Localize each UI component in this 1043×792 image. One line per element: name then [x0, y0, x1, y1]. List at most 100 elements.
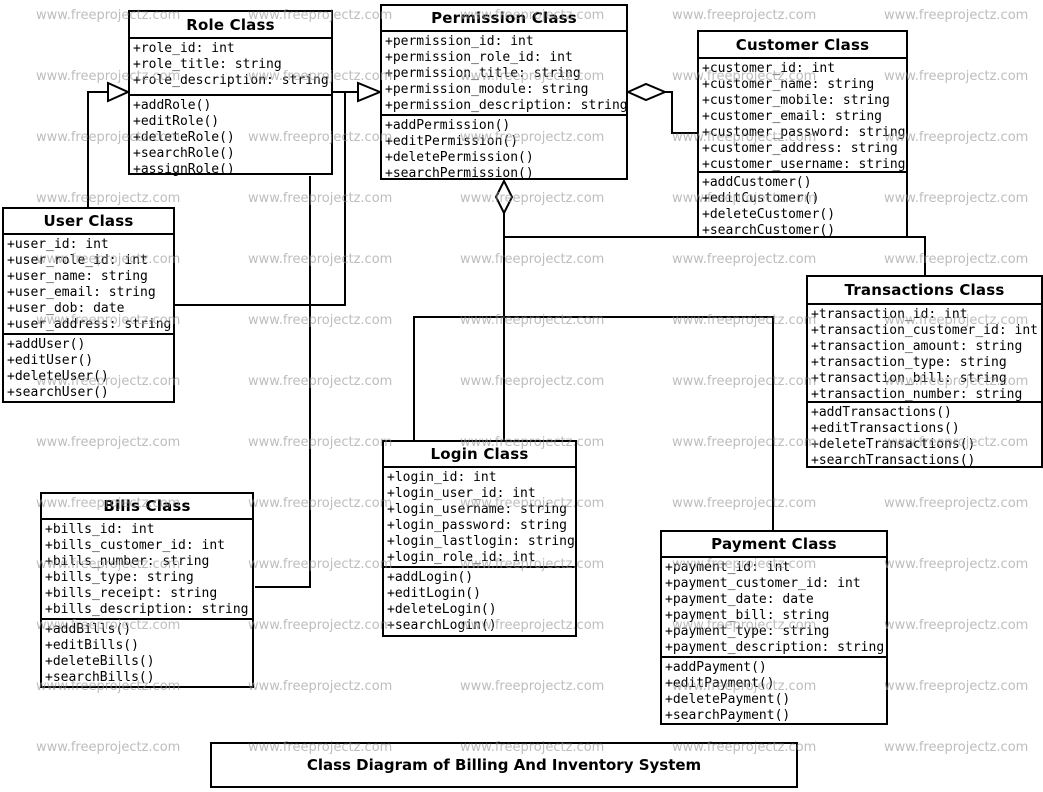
class-title: Payment Class [662, 532, 886, 558]
method-row: +searchTransactions() [811, 453, 976, 468]
method-row: +addBills() [45, 622, 132, 637]
method-row: +searchCustomer() [702, 223, 836, 238]
attribute-row: +customer_username: string [702, 157, 906, 172]
method-row: +searchPermission() [385, 166, 534, 181]
method-row: +addTransactions() [811, 405, 952, 420]
attribute-row: +transaction_number: string [811, 387, 1023, 402]
attributes-compartment: +bills_id: int+bills_customer_id: int+bi… [42, 520, 252, 620]
attribute-row: +customer_mobile: string [702, 93, 890, 108]
attribute-row: +user_email: string [7, 285, 156, 300]
method-row: +editCustomer() [702, 191, 820, 206]
methods-compartment: +addPayment()+editPayment()+deletePaymen… [662, 658, 886, 726]
attribute-row: +permission_title: string [385, 66, 581, 81]
connector-user-permission [175, 93, 346, 306]
methods-compartment: +addPermission()+editPermission()+delete… [382, 116, 626, 184]
attribute-row: +customer_name: string [702, 77, 875, 92]
method-row: +editBills() [45, 638, 139, 653]
connector-transactions-permission [504, 236, 926, 275]
class-user: User Class+user_id: int+user_role_id: in… [2, 207, 175, 403]
attribute-row: +user_role_id: int [7, 253, 148, 268]
method-row: +assignRole() [133, 162, 235, 177]
methods-compartment: +addLogin()+editLogin()+deleteLogin()+se… [384, 568, 575, 636]
attribute-row: +user_dob: date [7, 301, 125, 316]
attribute-row: +login_id: int [387, 470, 497, 485]
connector-login-payment [413, 316, 774, 530]
method-row: +deleteLogin() [387, 602, 497, 617]
aggregation-diamond-icon [625, 82, 668, 102]
method-row: +addPermission() [385, 118, 511, 133]
methods-compartment: +addUser()+editUser()+deleteUser()+searc… [4, 335, 173, 403]
attribute-row: +payment_type: string [665, 624, 830, 639]
methods-compartment: +addRole()+editRole()+deleteRole()+searc… [130, 96, 331, 180]
attribute-row: +role_description: string [133, 73, 329, 88]
method-row: +deleteCustomer() [702, 207, 836, 222]
attribute-row: +login_password: string [387, 518, 568, 533]
connector-bills-role [255, 176, 311, 588]
attribute-row: +payment_bill: string [665, 608, 830, 623]
method-row: +deleteRole() [133, 130, 235, 145]
attribute-row: +permission_module: string [385, 82, 589, 97]
generalization-arrow-icon [357, 81, 383, 103]
method-row: +addRole() [133, 98, 212, 113]
connector-user-role [87, 91, 108, 207]
class-title: Bills Class [42, 494, 252, 520]
attribute-row: +bills_id: int [45, 522, 155, 537]
attribute-row: +payment_customer_id: int [665, 576, 861, 591]
method-row: +addPayment() [665, 660, 767, 675]
attribute-row: +role_id: int [133, 41, 235, 56]
attribute-row: +bills_number: string [45, 554, 210, 569]
method-row: +searchPayment() [665, 708, 791, 723]
attribute-row: +transaction_bill: string [811, 371, 1007, 386]
method-row: +deleteTransactions() [811, 437, 976, 452]
attributes-compartment: +login_id: int+login_user_id: int +login_… [384, 468, 575, 568]
class-transactions: Transactions Class+transaction_id: int+t… [806, 275, 1043, 468]
attribute-row: +login_role_id: int [387, 550, 536, 565]
attribute-row: +bills_receipt: string [45, 586, 218, 601]
method-row: +searchRole() [133, 146, 235, 161]
method-row: +editRole() [133, 114, 220, 129]
connector-customer-permission [665, 91, 697, 134]
attribute-row: +bills_type: string [45, 570, 194, 585]
class-title: Customer Class [699, 32, 906, 59]
class-role: Role Class +role_id: int+role_title: stri… [128, 10, 333, 177]
attribute-row: +user_address: string [7, 317, 172, 332]
attribute-row: +customer_email: string [702, 109, 883, 124]
class-customer: Customer Class+customer_id: int+customer… [697, 30, 908, 238]
class-title: User Class [4, 209, 173, 235]
method-row: +deletePayment() [665, 692, 791, 707]
method-row: +editLogin() [387, 586, 481, 601]
class-title: Login Class [384, 442, 575, 468]
attribute-row: +role_title: string [133, 57, 282, 72]
methods-compartment: +addBills()+editBills()+deleteBills()+se… [42, 620, 252, 688]
attribute-row: +bills_customer_id: int [45, 538, 226, 553]
attribute-row: +transaction_id: int [811, 307, 968, 322]
method-row: +addUser() [7, 337, 86, 352]
attribute-row: +customer_password: string [702, 125, 906, 140]
class-bills: Bills Class+bills_id: int+bills_customer… [40, 492, 254, 688]
attribute-row: +user_id: int [7, 237, 109, 252]
generalization-arrow-icon [107, 81, 131, 103]
attribute-row: +login_lastlogin: string [387, 534, 575, 549]
class-permission: Permission Class+permission_id: int+perm… [380, 4, 628, 181]
attribute-row: +permission_id: int [385, 34, 534, 49]
attribute-row: +transaction_type: string [811, 355, 1007, 370]
attributes-compartment: +customer_id: int+customer_name: string+… [699, 59, 906, 173]
class-title: Role Class [130, 12, 331, 39]
class-title: Transactions Class [808, 277, 1041, 305]
attributes-compartment: +permission_id: int+permission_role_id: … [382, 32, 628, 116]
attributes-compartment: +user_id: int+user_role_id: int+user_nam… [4, 235, 173, 335]
attribute-row: +bills_description: string [45, 602, 249, 617]
attribute-row: +login_user_id: int [387, 486, 536, 501]
attribute-row: +payment_description: string [665, 640, 885, 655]
method-row: +deletePermission() [385, 150, 534, 165]
methods-compartment: +addCustomer()+editCustomer()+deleteCust… [699, 173, 906, 241]
method-row: +deleteBills() [45, 654, 155, 669]
aggregation-diamond-icon [494, 178, 514, 216]
attributes-compartment: +transaction_id: int+transaction_custome… [808, 305, 1041, 403]
method-row: +editPermission() [385, 134, 519, 149]
method-row: +searchBills() [45, 670, 155, 685]
attribute-row: +payment_id: int [665, 560, 791, 575]
method-row: +deleteUser() [7, 369, 109, 384]
